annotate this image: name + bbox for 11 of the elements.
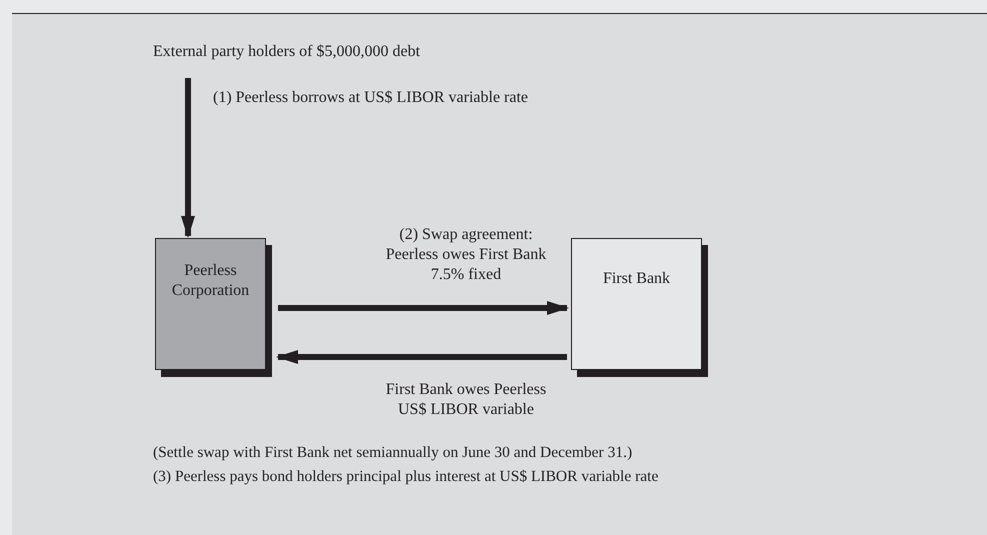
note-text: (3) Peerless pays bond holders principal plus interest at US$ LIBOR variable rate xyxy=(153,467,658,487)
entity-name: Peerless Corporation xyxy=(170,261,250,301)
arrow xyxy=(181,78,195,238)
arrow xyxy=(278,301,569,315)
edge-label: (1) Peerless borrows at US$ LIBOR variable rate xyxy=(213,88,530,108)
edge-label: (2) Swap agreement: Peerless owes First Bank 7.5% fixed xyxy=(384,225,548,285)
edge-label: First Bank owes Peerless US$ LIBOR variable xyxy=(384,380,548,420)
party-label: External party holders of $5,000,000 debt xyxy=(153,42,463,64)
entity-name: First Bank xyxy=(602,269,672,289)
arrow xyxy=(276,350,567,364)
note-text: (Settle swap with First Bank net semiannually on June 30 and December 31.) xyxy=(153,443,632,463)
